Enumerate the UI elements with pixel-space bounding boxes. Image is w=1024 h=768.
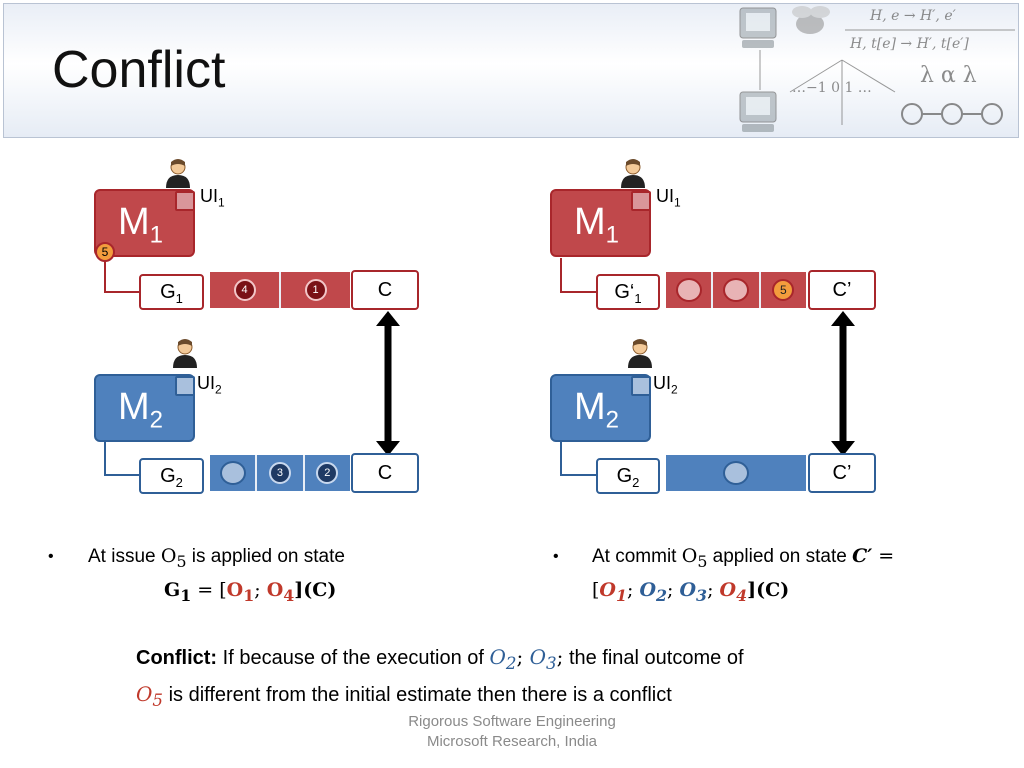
- op-queue-m1-right: 5: [666, 272, 806, 308]
- machine-m2[interactable]: M2: [94, 374, 195, 442]
- queue-cell: [666, 272, 714, 308]
- done-op-ring: [722, 278, 749, 302]
- logo-formula-2: H, t[e] → H′, t[e′]: [849, 36, 969, 52]
- g1-prime-box[interactable]: G‘1: [596, 274, 660, 310]
- queue-cell: 3: [257, 455, 305, 491]
- op-queue-m2: 3 2: [210, 455, 350, 491]
- header-logo: H, e → H′, e′ H, t[e] → H′, t[e′] …−1 0 …: [739, 6, 1015, 132]
- ui2-label: UI2: [653, 373, 678, 397]
- pending-op-ring: [723, 461, 749, 485]
- c-prime-box-top[interactable]: C’: [808, 270, 876, 310]
- slide-title: Conflict: [52, 41, 226, 99]
- machine-m2-label: M2: [118, 386, 164, 434]
- user-icon: [166, 159, 190, 188]
- machine-m1-right[interactable]: M1: [550, 189, 651, 257]
- machine-m1-label: M1: [574, 201, 620, 249]
- g2-box[interactable]: G2: [139, 458, 204, 494]
- state-machine-icon: [901, 103, 1003, 125]
- sync-arrow-left: [376, 311, 400, 456]
- computer-icon-2: [739, 91, 777, 132]
- title-bar: [3, 3, 1019, 138]
- ui1-label: UI1: [656, 186, 681, 210]
- g1-box[interactable]: G1: [139, 274, 204, 310]
- bullet-marker: •: [48, 548, 54, 565]
- bullet-right: At commit O5 applied on state C′ = [O1; …: [592, 545, 895, 605]
- ui2-label: UI2: [197, 373, 222, 397]
- footer-line-1: Rigorous Software Engineering: [408, 713, 616, 730]
- c-box-top[interactable]: C: [351, 270, 419, 310]
- done-op-ring: [675, 278, 702, 302]
- op-2: 2: [316, 462, 339, 484]
- op-3: 3: [268, 462, 291, 484]
- footer: Rigorous Software Engineering Microsoft …: [0, 712, 1024, 752]
- c-prime-box-bottom[interactable]: C’: [808, 453, 876, 493]
- queue-cell: 2: [305, 455, 350, 491]
- user-icon: [628, 339, 652, 368]
- machine-m1[interactable]: M1: [94, 189, 195, 257]
- conflict-definition: Conflict: If because of the execution of…: [136, 645, 744, 710]
- machine-m2-label: M2: [574, 386, 620, 434]
- queue-cell: [713, 272, 761, 308]
- c-box-bottom[interactable]: C: [351, 453, 419, 493]
- ui-square: [175, 191, 195, 211]
- machine-m1-label: M1: [118, 201, 164, 249]
- bullet-marker: •: [553, 548, 559, 565]
- machine-m2-right[interactable]: M2: [550, 374, 651, 442]
- op5-badge: 5: [95, 242, 115, 262]
- pending-op-ring: [219, 461, 246, 485]
- user-icon: [173, 339, 197, 368]
- op-queue-m1: 4 1: [210, 272, 350, 308]
- ui-square: [175, 376, 195, 396]
- logo-axis: …−1 0 1 …: [792, 80, 872, 96]
- op-queue-m2-right: [666, 455, 806, 491]
- op-4: 4: [233, 279, 256, 301]
- op-5: 5: [772, 279, 795, 301]
- user-icon: [621, 159, 645, 188]
- g2-box-right[interactable]: G2: [596, 458, 660, 494]
- ui-square: [631, 191, 651, 211]
- queue-cell: 1: [281, 272, 350, 308]
- computer-icon: [739, 7, 777, 48]
- footer-line-2: Microsoft Research, India: [426, 733, 598, 750]
- queue-cell: [210, 455, 258, 491]
- sync-arrow-right: [831, 311, 855, 456]
- fly-icon: [792, 6, 830, 34]
- logo-greek: λ α λ: [920, 63, 977, 88]
- ui1-label: UI1: [200, 186, 225, 210]
- logo-formula-1: H, e → H′, e′: [869, 8, 957, 24]
- queue-cell: 4: [210, 272, 281, 308]
- op-1: 1: [304, 279, 327, 301]
- bullet-left: At issue O5 is applied on state G1 = [O1…: [88, 545, 345, 605]
- queue-cell: 5: [761, 272, 806, 308]
- ui-square: [631, 376, 651, 396]
